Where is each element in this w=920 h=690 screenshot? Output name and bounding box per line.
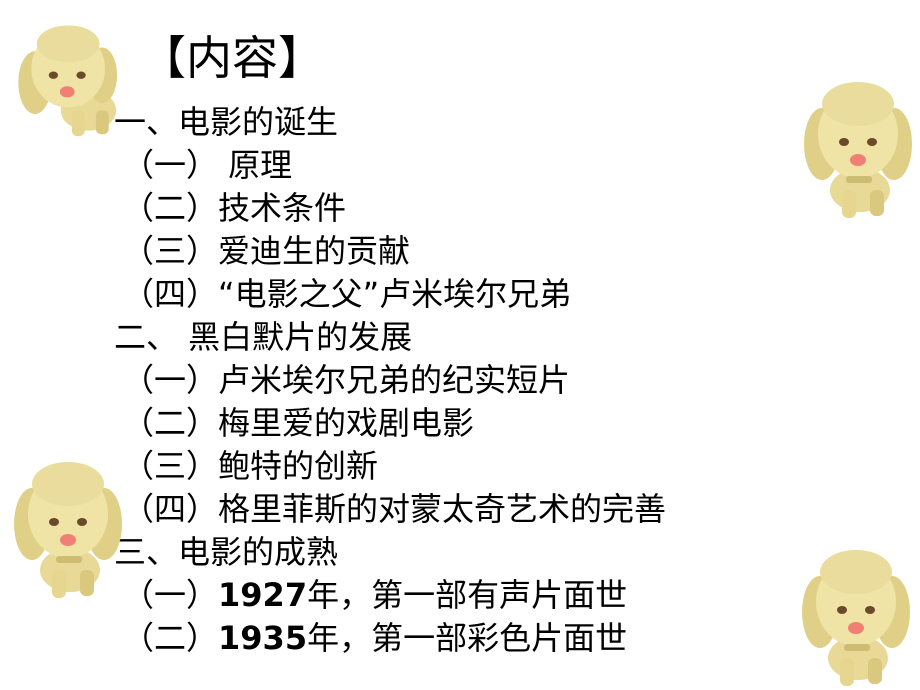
outline-section-1: 一、电影的诞生	[114, 103, 339, 141]
cartoon-puppy-icon	[8, 452, 126, 600]
outline-item: （四）格里菲斯的对蒙太奇艺术的完善	[122, 490, 667, 528]
outline-item: （三）爱迪生的贡献	[122, 232, 411, 270]
outline-item: （一）卢米埃尔兄弟的纪实短片	[122, 361, 571, 399]
outline-item: （三）鲍特的创新	[122, 447, 379, 485]
cartoon-puppy-icon	[10, 18, 130, 138]
cartoon-puppy-icon	[798, 72, 916, 220]
outline-item: （一） 原理	[122, 146, 293, 184]
outline-item: （二）技术条件	[122, 189, 347, 227]
outline-item: （二）梅里爱的戏剧电影	[122, 404, 475, 442]
outline-section-3: 三、电影的成熟	[114, 533, 339, 571]
outline-item: （四）“电影之父”卢米埃尔兄弟	[122, 275, 572, 313]
item-suffix: 年，第一部彩色片面世	[307, 619, 628, 657]
outline-item: （一）1927年，第一部有声片面世	[122, 575, 627, 615]
slide-title: 【内容】	[140, 31, 324, 85]
item-suffix: 年，第一部有声片面世	[307, 576, 628, 614]
outline-item: （二）1935年，第一部彩色片面世	[122, 618, 627, 658]
item-year: 1927	[218, 576, 308, 614]
item-prefix: （一）	[122, 576, 219, 614]
item-prefix: （二）	[122, 619, 219, 657]
cartoon-puppy-icon	[796, 540, 914, 688]
outline-section-2: 二、 黑白默片的发展	[114, 318, 413, 356]
item-year: 1935	[218, 619, 308, 657]
